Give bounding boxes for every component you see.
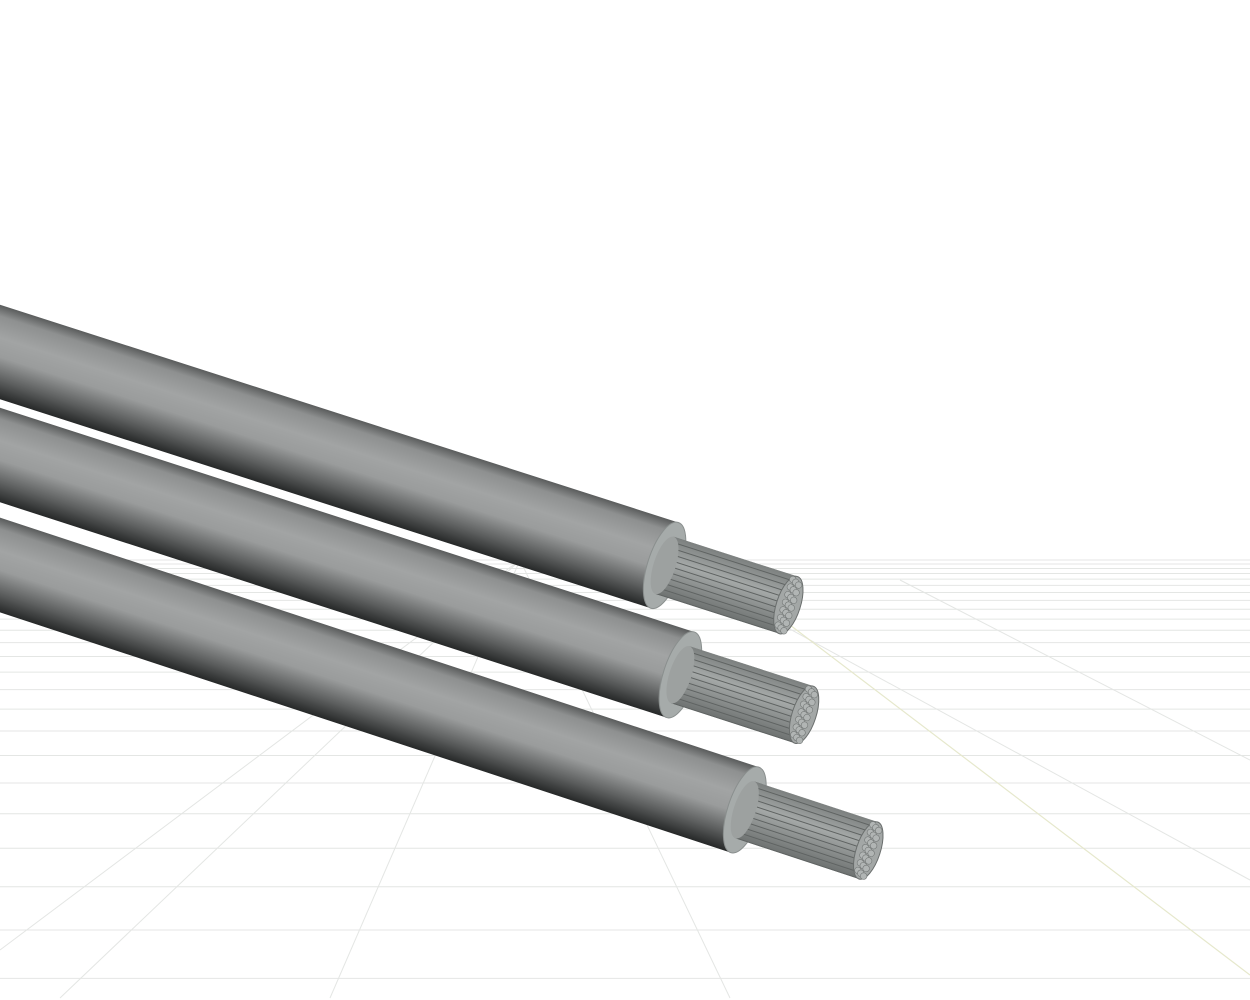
conductor-base [730, 781, 759, 839]
conductor-strands [735, 781, 878, 879]
strand-end [870, 842, 878, 850]
cable-3 [0, 512, 884, 880]
cable-1 [0, 299, 804, 635]
strand-end [865, 857, 873, 865]
strand-end [792, 589, 800, 597]
conductor-strands [655, 536, 798, 634]
cable-insulation [0, 512, 759, 853]
strand-end [787, 604, 795, 612]
conductor-strands [671, 646, 814, 744]
strand-end [875, 826, 883, 835]
strand-end [795, 736, 804, 744]
strand-end [780, 627, 788, 635]
conductor-base [666, 646, 695, 704]
cable-insulation [0, 402, 695, 718]
strand-end [785, 611, 793, 620]
strand-end [782, 619, 790, 627]
strand-end [800, 721, 809, 729]
strand-end [805, 706, 814, 714]
strand-end [810, 691, 818, 699]
strand-end [803, 713, 811, 722]
strand-end [790, 596, 798, 604]
conductor-base [650, 536, 679, 595]
strand-end [808, 698, 816, 706]
strand-end [872, 834, 880, 842]
strand-end [867, 849, 875, 857]
grid-line [899, 579, 1250, 761]
cable-2 [0, 402, 820, 745]
grid-line [699, 579, 1250, 881]
cable-insulation [0, 299, 679, 609]
strand-end [794, 581, 803, 589]
strand-end [798, 729, 806, 737]
cable-group [0, 299, 884, 880]
axis-line [789, 624, 1250, 976]
strand-end [860, 872, 868, 880]
strand-end [862, 864, 870, 873]
